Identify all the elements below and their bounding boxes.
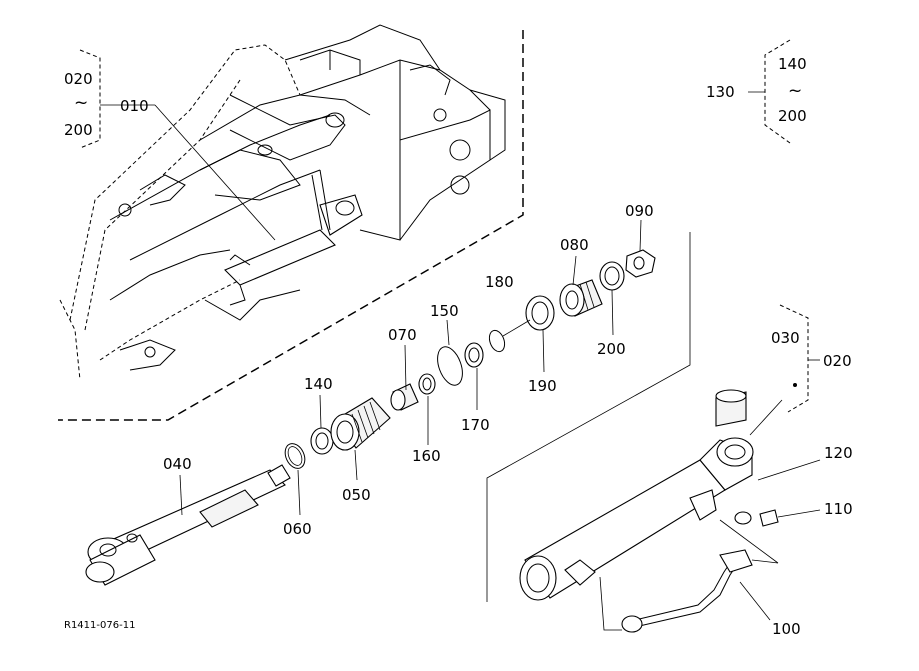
part-labels: 010 020 ~ 200 130 140 ~ 200 090 080 180 … (64, 55, 853, 638)
leader-lines (179, 219, 642, 516)
label-050: 050 (342, 486, 371, 504)
label-110: 110 (824, 500, 853, 518)
label-130: 130 (706, 83, 735, 101)
label-080: 080 (560, 236, 589, 254)
label-100: 100 (772, 620, 801, 638)
label-040: 040 (163, 455, 192, 473)
label-140: 140 (304, 375, 333, 393)
label-150: 150 (430, 302, 459, 320)
label-060: 060 (283, 520, 312, 538)
tilde-right: ~ (788, 81, 802, 101)
label-090: 090 (625, 202, 654, 220)
cylinder-assembly (486, 232, 821, 633)
label-020-top: 020 (64, 70, 93, 88)
bracket-020-200 (79, 49, 118, 149)
label-120: 120 (824, 444, 853, 462)
exploded-parts (85, 249, 656, 586)
frame-illustration (58, 24, 524, 421)
label-030: 030 (771, 329, 800, 347)
label-170: 170 (461, 416, 490, 434)
label-190: 190 (528, 377, 557, 395)
label-140-top: 140 (778, 55, 807, 73)
tilde-left: ~ (74, 93, 88, 113)
label-200-left: 200 (64, 121, 93, 139)
reference-code: R1411-076-11 (64, 620, 135, 631)
label-160: 160 (412, 447, 441, 465)
label-070: 070 (388, 326, 417, 344)
label-200: 200 (597, 340, 626, 358)
bracket-130 (748, 39, 791, 144)
bracket-020-right (779, 304, 820, 413)
label-020-right: 020 (823, 352, 852, 370)
label-010: 010 (120, 97, 149, 115)
label-180: 180 (485, 273, 514, 291)
label-200-right: 200 (778, 107, 807, 125)
